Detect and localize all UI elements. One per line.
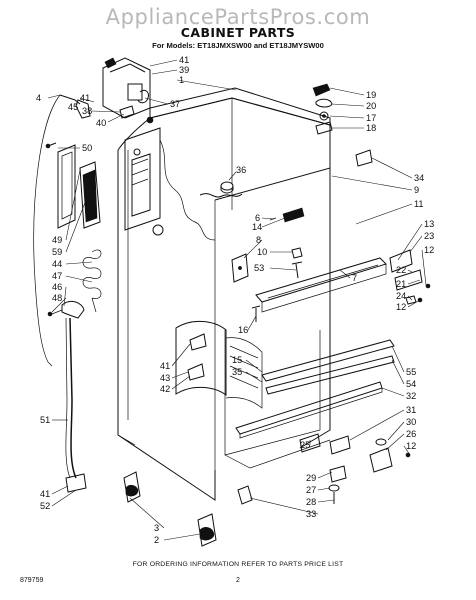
callout-18: 18	[366, 123, 376, 133]
thermostat-assembly	[102, 57, 154, 124]
callout-16: 16	[238, 325, 248, 335]
callout-12: 12	[396, 302, 406, 312]
model-subtitle: For Models: ET18JMXSW00 and ET18JMYSW00	[152, 41, 324, 50]
knob-36	[220, 181, 234, 194]
callout-51: 51	[40, 415, 50, 425]
document-number: 879759	[20, 577, 43, 584]
drain-hose	[47, 300, 87, 493]
diagram-title: CABINET PARTS	[181, 25, 295, 40]
callout-4: 4	[36, 93, 41, 103]
callout-42: 42	[160, 384, 170, 394]
upper-shelf-rail	[255, 257, 387, 313]
watermark: AppliancePartsPros.com	[106, 5, 371, 29]
fasteners-center	[291, 247, 303, 279]
callout-22: 22	[396, 265, 406, 275]
screw-16	[251, 305, 261, 322]
callout-34: 34	[414, 173, 424, 183]
callout-23: 23	[424, 231, 434, 241]
hinge-bracket	[231, 253, 249, 283]
leader-lines	[47, 59, 427, 541]
callout-36: 36	[236, 165, 246, 175]
callout-32: 32	[406, 391, 416, 401]
callout-17: 17	[366, 113, 376, 123]
callout-11: 11	[414, 199, 424, 209]
rollers	[123, 471, 217, 547]
cabinet-shell	[117, 87, 331, 501]
callout-25: 25	[300, 440, 310, 450]
callout-15: 15	[232, 355, 242, 365]
callout-19: 19	[366, 90, 376, 100]
control-housing	[124, 127, 164, 236]
callout-28: 28	[306, 497, 316, 507]
callout-45: 45	[68, 102, 78, 112]
callout-31: 31	[406, 405, 416, 415]
callout-48: 48	[52, 293, 62, 303]
callout-46: 46	[52, 282, 62, 292]
wire-harness	[33, 94, 91, 367]
callout-43: 43	[160, 373, 170, 383]
ordering-note: FOR ORDERING INFORMATION REFER TO PARTS …	[133, 561, 344, 568]
callout-9: 9	[414, 185, 419, 195]
callout-39: 39	[179, 65, 189, 75]
callout-44: 44	[52, 259, 62, 269]
callout-6: 6	[255, 213, 260, 223]
callout-24: 24	[396, 291, 406, 301]
callout-3: 3	[154, 523, 159, 533]
callout-37: 37	[170, 99, 180, 109]
callout-41: 41	[40, 489, 50, 499]
callout-27: 27	[306, 485, 316, 495]
callout-35: 35	[232, 367, 242, 377]
callout-49: 49	[52, 235, 62, 245]
callout-53: 53	[254, 263, 264, 273]
callout-1: 1	[179, 75, 184, 85]
page-number: 2	[236, 577, 240, 584]
callout-47: 47	[52, 271, 62, 281]
callout-labels: 41 39 1 4 45 41 38 40 37 50 36 19 20 17 …	[36, 55, 434, 545]
callout-41: 41	[160, 361, 170, 371]
callout-29: 29	[306, 473, 316, 483]
callout-12: 12	[406, 441, 416, 451]
callout-38: 38	[82, 106, 92, 116]
trim-parts	[269, 207, 305, 223]
callout-26: 26	[406, 429, 416, 439]
bottom-hardware	[237, 433, 411, 505]
callout-7: 7	[352, 273, 357, 283]
callout-54: 54	[406, 379, 416, 389]
callout-50: 50	[82, 143, 92, 153]
callout-41: 41	[80, 93, 90, 103]
callout-10: 10	[257, 247, 267, 257]
callout-55: 55	[406, 367, 416, 377]
callout-33: 33	[306, 509, 316, 519]
callout-21: 21	[396, 279, 406, 289]
power-cord-coil	[82, 249, 102, 313]
callout-2: 2	[154, 535, 159, 545]
cap-34	[355, 149, 373, 167]
callout-59: 59	[52, 247, 62, 257]
callout-41: 41	[179, 55, 189, 65]
hinge-parts	[312, 83, 333, 135]
crisper-cover	[175, 321, 263, 409]
callout-30: 30	[406, 417, 416, 427]
callout-14: 14	[252, 222, 262, 232]
callout-20: 20	[366, 101, 376, 111]
callout-13: 13	[424, 219, 434, 229]
callout-52: 52	[40, 501, 50, 511]
callout-12: 12	[424, 245, 434, 255]
callout-8: 8	[256, 235, 261, 245]
control-panel-cover	[45, 142, 101, 229]
callout-40: 40	[96, 118, 106, 128]
lower-shelf-rails	[235, 339, 395, 439]
